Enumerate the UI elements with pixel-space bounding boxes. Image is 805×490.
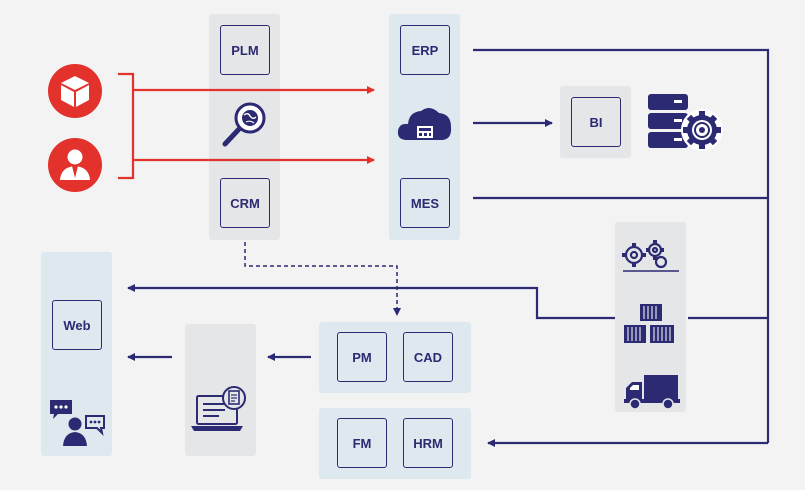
hrm-box[interactable]: HRM — [403, 418, 453, 468]
product-box-icon — [48, 64, 102, 118]
red-bracket — [118, 72, 135, 180]
web-box[interactable]: Web — [52, 300, 102, 350]
pm-box[interactable]: PM — [337, 332, 387, 382]
bi-box[interactable]: BI — [571, 97, 621, 147]
chat-person-icon — [50, 400, 105, 446]
laptop-document-icon — [191, 386, 246, 431]
arrow-logistics-to-web — [127, 284, 615, 320]
mes-box[interactable]: MES — [400, 178, 450, 228]
panel-laptop — [185, 324, 256, 456]
cad-box[interactable]: CAD — [403, 332, 453, 382]
database-gear-icon — [648, 94, 723, 151]
truck-icon — [624, 375, 680, 410]
crm-box[interactable]: CRM — [220, 178, 270, 228]
customer-icon — [48, 138, 102, 192]
containers-icon — [624, 304, 674, 343]
fm-box[interactable]: FM — [337, 418, 387, 468]
dashed-crm-to-pm — [244, 242, 398, 312]
line-erp-bus — [473, 48, 770, 443]
erp-box[interactable]: ERP — [400, 25, 450, 75]
plm-box[interactable]: PLM — [220, 25, 270, 75]
gears-icon — [622, 240, 679, 272]
cloud-server-icon — [397, 107, 452, 140]
search-globe-icon — [222, 102, 266, 147]
